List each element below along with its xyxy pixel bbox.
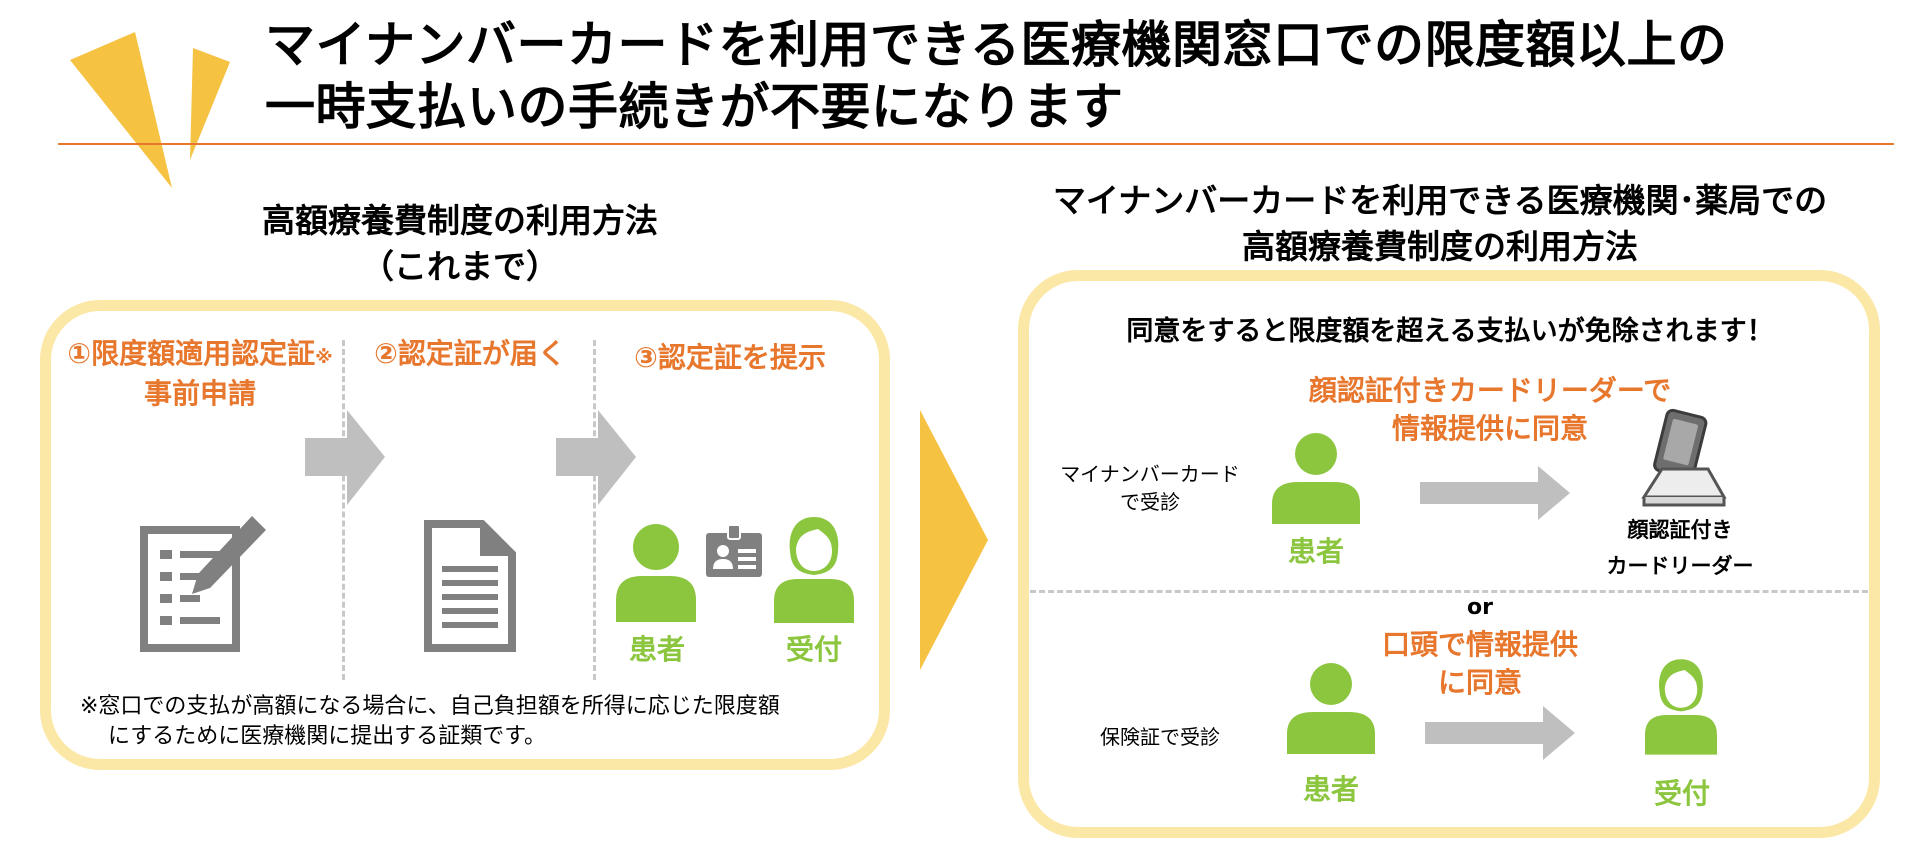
face-auth-card-reader-icon <box>1641 408 1727 507</box>
right-heading-line-2: 高額療養費制度の利用方法 <box>1242 227 1638 266</box>
upper-side-line-2: で受診 <box>1120 490 1180 514</box>
step-1-label: ①限度額適用認定証※ 事前申請 <box>55 336 345 412</box>
footnote-line-2: にするために医療機関に提出する証類です。 <box>108 724 547 749</box>
step-2-label: ②認定証が届く <box>350 336 590 372</box>
step-1-mark: ※ <box>315 347 333 368</box>
step-divider-2 <box>593 340 596 680</box>
left-footnote: ※窓口での支払が高額になる場合に、自己負担額を所得に応じた限度額 にするために医… <box>80 692 780 752</box>
application-form-icon <box>140 516 266 652</box>
left-heading: 高額療養費制度の利用方法 （これまで） <box>200 198 720 290</box>
step-3-label: ③認定証を提示 <box>600 340 860 376</box>
id-card-icon <box>706 525 762 577</box>
lower-orange-line-2: に同意 <box>1437 666 1522 699</box>
lower-flow-arrow <box>1425 706 1575 760</box>
step-2-title: ②認定証が届く <box>374 337 566 370</box>
left-heading-line-2: （これまで） <box>361 247 559 286</box>
title-divider <box>58 143 1894 145</box>
step-3-patient-label: 患者 <box>628 633 685 666</box>
patient-person-icon <box>616 524 696 622</box>
or-label: or <box>1467 595 1493 620</box>
card-reader-line-1: 顔認証付き <box>1627 518 1733 542</box>
step-3-title: ③認定証を提示 <box>634 341 826 374</box>
page-title: マイナンバーカードを利用できる医療機関窓口での限度額以上の 一時支払いの手続きが… <box>265 14 1728 138</box>
spike-right <box>190 48 230 160</box>
consent-message: 同意をすると限度額を超える支払いが免除されます！ <box>1126 316 1774 347</box>
footnote-line-1: ※窓口での支払が高額になる場合に、自己負担額を所得に応じた限度額 <box>80 694 780 719</box>
right-heading-line-1: マイナンバーカードを利用できる医療機関･薬局での <box>1052 181 1828 220</box>
upper-flow-arrow <box>1420 466 1570 520</box>
upper-side-label: マイナンバーカード で受診 <box>1050 460 1250 516</box>
lower-patient-label: 患者 <box>1302 773 1359 806</box>
card-reader-label: 顔認証付き カードリーダー <box>1590 512 1770 584</box>
step-3-reception-label: 受付 <box>785 633 842 666</box>
step-arrow-2 <box>556 410 636 505</box>
left-heading-line-1: 高額療養費制度の利用方法 <box>262 201 658 240</box>
card-reader-line-2: カードリーダー <box>1606 554 1754 578</box>
title-line-1: マイナンバーカードを利用できる医療機関窓口での限度額以上の <box>265 16 1728 74</box>
spike-left <box>70 32 172 188</box>
step-divider-1 <box>342 340 345 680</box>
lower-side-label: 保険証で受診 <box>1100 725 1220 749</box>
step-1-sub: 事前申請 <box>143 377 256 410</box>
upper-patient-icon <box>1272 433 1360 524</box>
upper-side-line-1: マイナンバーカード <box>1060 462 1240 486</box>
step-1-title: ①限度額適用認定証 <box>67 337 316 370</box>
right-heading: マイナンバーカードを利用できる医療機関･薬局での 高額療養費制度の利用方法 <box>1040 178 1840 270</box>
lower-orange-text: 口頭で情報提供 に同意 <box>1360 626 1600 702</box>
title-line-2: 一時支払いの手続きが不要になります <box>265 78 1124 136</box>
lower-reception-staff-icon <box>1645 659 1717 755</box>
route-divider <box>1030 590 1868 593</box>
upper-orange-line-2: 情報提供に同意 <box>1391 412 1588 445</box>
step-arrow-1 <box>305 410 385 505</box>
upper-orange-line-1: 顔認証付きカードリーダーで <box>1308 374 1672 407</box>
certificate-document-icon <box>424 520 516 652</box>
decorative-spikes <box>70 32 230 188</box>
upper-patient-label: 患者 <box>1287 535 1344 568</box>
transition-arrow <box>920 410 988 670</box>
lower-patient-icon <box>1287 663 1375 754</box>
upper-orange-text: 顔認証付きカードリーダーで 情報提供に同意 <box>1250 372 1730 448</box>
lower-orange-line-1: 口頭で情報提供 <box>1381 628 1578 661</box>
lower-reception-label: 受付 <box>1653 777 1710 810</box>
reception-staff-icon <box>774 517 854 623</box>
